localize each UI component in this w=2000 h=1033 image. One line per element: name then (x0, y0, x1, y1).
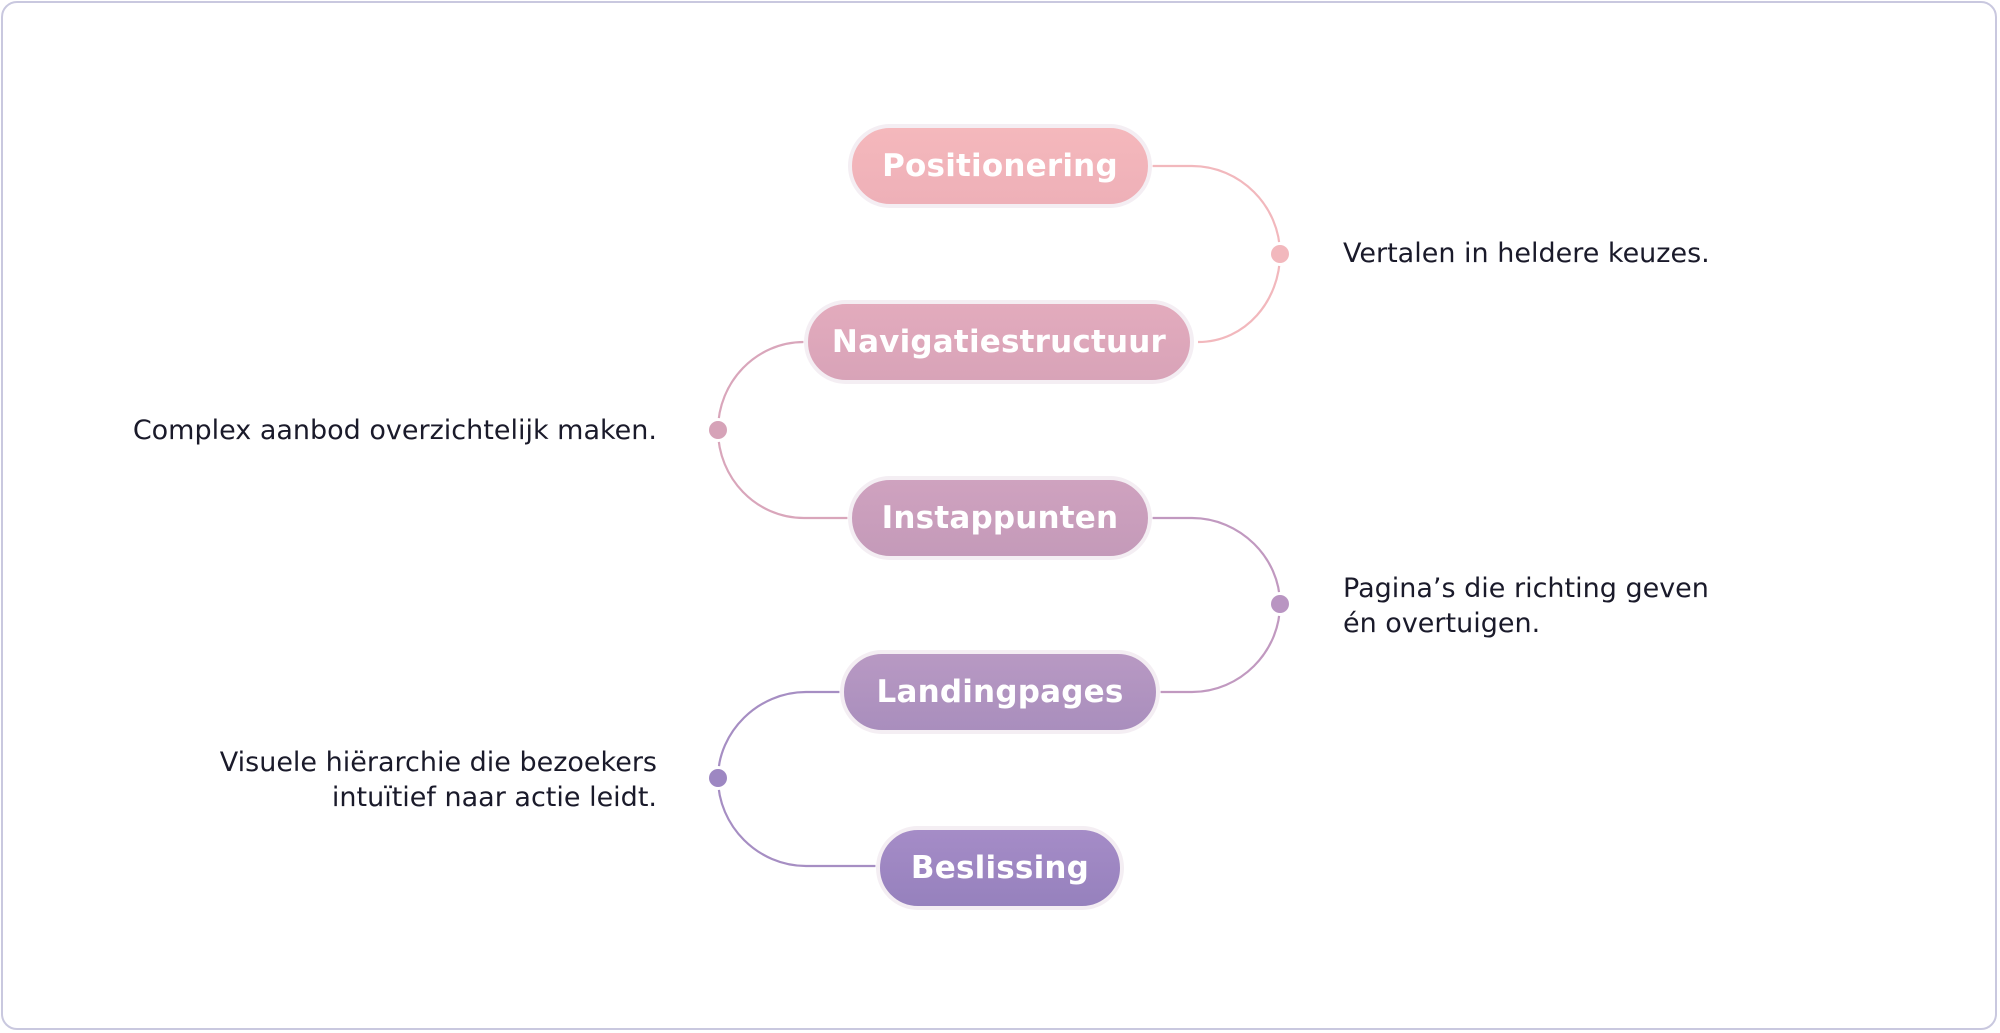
annotation-3-line-1: Pagina’s die richting geven (1343, 573, 1709, 604)
step-instappunten: Instappunten (848, 476, 1152, 560)
annotation-3-line-2: én overtuigen. (1343, 608, 1541, 639)
step-navigatiestructuur: Navigatiestructuur (804, 300, 1194, 384)
connector-dot-3-inner (1271, 595, 1289, 613)
annotation-1-line-1: Vertalen in heldere keuzes. (1343, 238, 1710, 269)
connector-dot-2-inner (709, 421, 727, 439)
annotation-4-line-1: Visuele hiërarchie die bezoekers (219, 747, 657, 778)
annotation-2-line-1: Complex aanbod overzichtelijk maken. (132, 415, 657, 446)
connector-dot-4-inner (709, 769, 727, 787)
annotation-4: Visuele hiërarchie die bezoekers intuïti… (220, 745, 657, 815)
annotation-3: Pagina’s die richting geven én overtuige… (1343, 571, 1709, 641)
annotation-2: Complex aanbod overzichtelijk maken. (133, 413, 657, 448)
step-positionering: Positionering (848, 124, 1152, 208)
annotation-1: Vertalen in heldere keuzes. (1343, 236, 1710, 271)
step-beslissing: Beslissing (876, 826, 1124, 910)
annotation-4-line-2: intuïtief naar actie leidt. (331, 782, 657, 813)
connector-3 (1152, 516, 1282, 694)
step-landingpages: Landingpages (840, 650, 1160, 734)
connector-dot-1-inner (1271, 245, 1289, 263)
